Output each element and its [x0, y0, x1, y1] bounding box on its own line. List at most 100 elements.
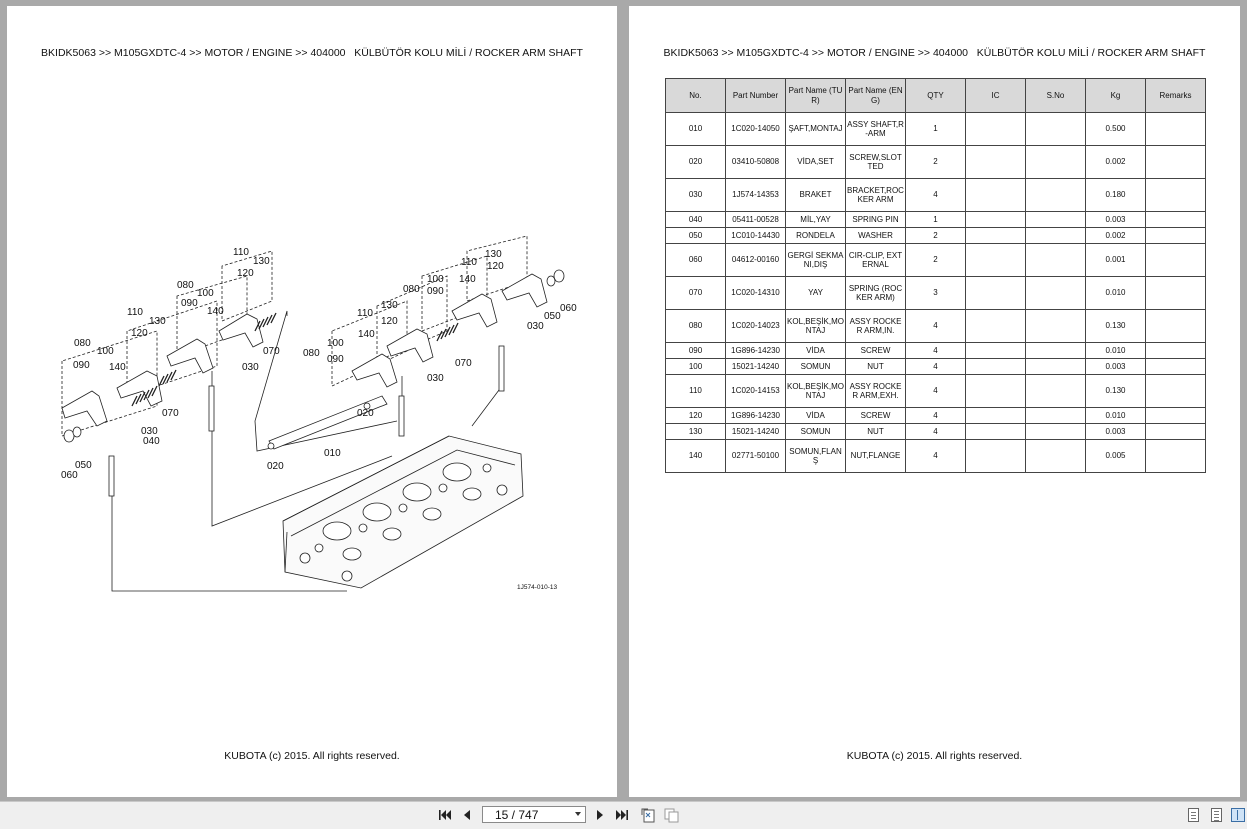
previous-page-button[interactable]: [459, 807, 475, 823]
cell-qty: 4: [905, 342, 966, 359]
col-header-remarks: Remarks: [1145, 78, 1206, 113]
cell-sno: [1025, 439, 1086, 473]
cell-no: 040: [665, 211, 726, 228]
cell-remarks: [1145, 178, 1206, 212]
svg-text:120: 120: [131, 328, 148, 339]
cell-no: 030: [665, 178, 726, 212]
last-page-button[interactable]: [614, 807, 630, 823]
svg-text:140: 140: [109, 362, 126, 373]
cell-qty: 4: [905, 374, 966, 408]
cell-part-number: 05411-00528: [725, 211, 786, 228]
cell-part-name-tur: SOMUN,FLANŞ: [785, 439, 846, 473]
cell-part-name-tur: BRAKET: [785, 178, 846, 212]
svg-text:030: 030: [141, 426, 158, 437]
svg-text:120: 120: [381, 316, 398, 327]
svg-text:120: 120: [487, 261, 504, 272]
continuous-view-icon[interactable]: [1211, 808, 1222, 822]
right-page-header: BKIDK5063 >> M105GXDTC-4 >> MOTOR / ENGI…: [663, 47, 1206, 59]
cell-kg: 0.002: [1085, 227, 1146, 244]
cell-qty: 1: [905, 112, 966, 146]
diagram-code: 1J574-010-13: [517, 584, 557, 591]
cell-sno: [1025, 423, 1086, 440]
cell-no: 050: [665, 227, 726, 244]
col-header-no: No.: [665, 78, 726, 113]
svg-text:130: 130: [381, 300, 398, 311]
cell-kg: 0.180: [1085, 178, 1146, 212]
cell-sno: [1025, 407, 1086, 424]
cell-qty: 4: [905, 309, 966, 343]
svg-text:140: 140: [207, 306, 224, 317]
single-page-view-icon[interactable]: [1188, 808, 1199, 822]
diagram-svg: 080 100 090 140 110 120 130 080 100 090 …: [61, 235, 577, 592]
col-header-part-name-tur: Part Name (TUR): [785, 78, 846, 113]
cell-part-name-tur: GERGİ SEKMANI,DIŞ: [785, 243, 846, 277]
rotate-forward-button[interactable]: [663, 807, 679, 823]
cell-ic: [965, 276, 1026, 310]
cell-ic: [965, 407, 1026, 424]
two-page-view-icon[interactable]: [1231, 808, 1245, 822]
cell-part-name-eng: ASSY ROCKER ARM,EXH.: [845, 374, 906, 408]
svg-text:110: 110: [233, 247, 249, 258]
cell-qty: 4: [905, 178, 966, 212]
cell-remarks: [1145, 112, 1206, 146]
cell-remarks: [1145, 227, 1206, 244]
svg-text:030: 030: [527, 321, 544, 332]
next-page-button[interactable]: [592, 807, 608, 823]
cell-kg: 0.003: [1085, 423, 1146, 440]
svg-text:080: 080: [403, 284, 420, 295]
col-header-sno: S.No: [1025, 78, 1086, 113]
table-header-row: No. Part Number Part Name (TUR) Part Nam…: [665, 78, 1206, 113]
cell-qty: 3: [905, 276, 966, 310]
cell-kg: 0.002: [1085, 145, 1146, 179]
svg-text:140: 140: [459, 274, 476, 285]
copy-pages-icon: [664, 808, 679, 823]
cell-part-number: 02771-50100: [725, 439, 786, 473]
col-header-ic: IC: [965, 78, 1026, 113]
cell-sno: [1025, 374, 1086, 408]
left-page: BKIDK5063 >> M105GXDTC-4 >> MOTOR / ENGI…: [7, 6, 617, 797]
cell-ic: [965, 112, 1026, 146]
svg-text:060: 060: [560, 303, 577, 314]
cell-remarks: [1145, 309, 1206, 343]
left-page-footer: KUBOTA (c) 2015. All rights reserved.: [224, 750, 400, 762]
svg-text:110: 110: [461, 257, 477, 268]
svg-text:130: 130: [149, 316, 166, 327]
cell-part-name-eng: CIR-CLIP, EXTERNAL: [845, 243, 906, 277]
first-page-button[interactable]: [437, 807, 453, 823]
cell-remarks: [1145, 358, 1206, 375]
col-header-part-number: Part Number: [725, 78, 786, 113]
cell-kg: 0.010: [1085, 276, 1146, 310]
viewer-toolbar: 15 / 747: [0, 801, 1247, 829]
col-header-part-name-eng: Part Name (ENG): [845, 78, 906, 113]
cell-ic: [965, 243, 1026, 277]
cell-ic: [965, 211, 1026, 228]
cell-remarks: [1145, 374, 1206, 408]
cell-part-name-eng: SPRING (ROCKER ARM): [845, 276, 906, 310]
svg-text:090: 090: [73, 360, 90, 371]
chevron-down-icon: [575, 812, 581, 816]
page-number-select[interactable]: 15 / 747: [482, 806, 586, 823]
svg-text:080: 080: [303, 348, 320, 359]
cell-sno: [1025, 243, 1086, 277]
cell-qty: 4: [905, 358, 966, 375]
cell-part-name-eng: NUT: [845, 358, 906, 375]
cell-part-name-eng: SCREW: [845, 342, 906, 359]
cell-sno: [1025, 112, 1086, 146]
cell-no: 060: [665, 243, 726, 277]
cell-qty: 4: [905, 407, 966, 424]
rotate-back-button[interactable]: [640, 807, 656, 823]
svg-text:070: 070: [162, 408, 179, 419]
svg-text:070: 070: [455, 358, 472, 369]
svg-text:020: 020: [357, 408, 374, 419]
cell-part-name-tur: KOL,BEŞİK,MONTAJ: [785, 374, 846, 408]
exploded-parts-diagram: 080 100 090 140 110 120 130 080 100 090 …: [47, 235, 587, 606]
cell-kg: 0.003: [1085, 358, 1146, 375]
cell-qty: 4: [905, 439, 966, 473]
col-header-qty: QTY: [905, 78, 966, 113]
